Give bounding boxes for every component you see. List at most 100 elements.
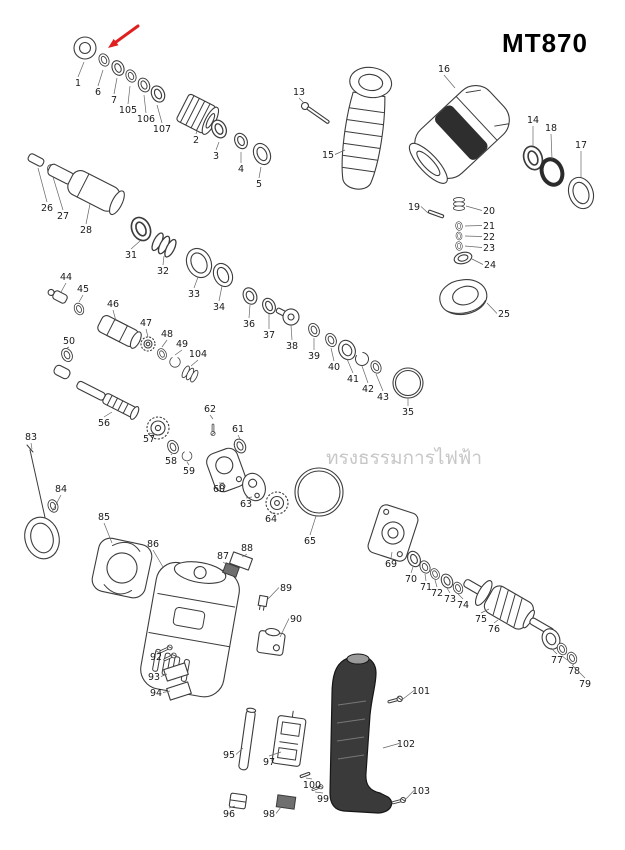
part-21-drawing	[454, 220, 464, 232]
part-number-4: 4	[238, 164, 244, 175]
part-number-38: 38	[286, 341, 298, 352]
part-26-drawing	[27, 153, 45, 167]
part-37-drawing	[262, 297, 276, 315]
part-number-34: 34	[213, 302, 225, 313]
part-number-70: 70	[405, 574, 417, 585]
part-number-2: 2	[193, 135, 199, 146]
leader-line-27	[52, 176, 64, 211]
leader-line-18	[550, 133, 553, 160]
part-number-20: 20	[483, 206, 495, 217]
part-105-drawing	[123, 67, 139, 85]
part-2-drawing	[176, 93, 220, 135]
part-15-drawing	[341, 66, 393, 190]
part-50-drawing	[53, 346, 75, 380]
part-number-31: 31	[125, 250, 137, 261]
leader-line-50	[66, 346, 70, 349]
part-number-58: 58	[165, 456, 177, 467]
part-60-drawing	[206, 447, 246, 493]
leader-line-26	[37, 167, 48, 203]
part-number-88: 88	[241, 543, 253, 554]
part-number-59: 59	[183, 466, 195, 477]
leader-line-72	[434, 579, 438, 588]
part-number-69: 69	[385, 559, 397, 570]
leader-line-96	[228, 805, 236, 809]
leader-line-56	[103, 411, 113, 418]
part-38-drawing	[275, 307, 300, 326]
leader-line-49	[174, 349, 183, 356]
part-4-drawing	[231, 130, 251, 152]
part-1-drawing	[73, 36, 97, 60]
leader-line-61	[237, 434, 241, 440]
part-16-drawing	[408, 85, 510, 184]
part-72-drawing	[428, 566, 442, 582]
leader-line-28	[85, 203, 91, 225]
part-number-84: 84	[55, 484, 67, 495]
leader-line-73	[446, 587, 451, 594]
leader-line-62	[209, 414, 214, 420]
part-44-drawing	[47, 288, 68, 304]
part-number-95: 95	[223, 750, 235, 761]
part-number-5: 5	[256, 179, 262, 190]
part-number-1: 1	[75, 78, 81, 89]
part-number-64: 64	[265, 514, 277, 525]
part-number-77: 77	[551, 655, 563, 666]
part-100-drawing	[299, 771, 311, 779]
leader-line-79	[571, 664, 586, 679]
leader-line-24	[471, 258, 484, 265]
leader-line-69	[390, 551, 393, 559]
part-number-105: 105	[119, 105, 137, 116]
leader-line-84	[51, 494, 62, 513]
leader-line-94	[162, 690, 171, 693]
part-number-93: 93	[148, 672, 160, 683]
part-42-drawing	[353, 350, 372, 369]
part-97-drawing	[271, 710, 307, 767]
part-number-83: 83	[25, 432, 37, 443]
part-87-drawing	[222, 562, 240, 578]
leader-line-16	[443, 74, 456, 89]
leader-line-92	[155, 650, 161, 654]
part-number-40: 40	[328, 362, 340, 373]
part-63-drawing	[242, 472, 266, 502]
leader-line-47	[145, 328, 149, 338]
leader-line-103	[403, 790, 415, 802]
part-number-90: 90	[290, 614, 302, 625]
leader-line-5	[258, 166, 262, 179]
part-102-drawing	[329, 653, 393, 814]
part-48-drawing	[155, 346, 169, 362]
part-45-drawing	[71, 301, 87, 317]
part-number-87: 87	[217, 551, 229, 562]
part-number-106: 106	[137, 114, 155, 125]
part-number-49: 49	[176, 339, 188, 350]
part-89-drawing	[257, 594, 269, 611]
part-number-15: 15	[322, 150, 334, 161]
part-number-62: 62	[204, 404, 216, 415]
leader-line-1	[77, 61, 85, 78]
part-number-96: 96	[223, 809, 235, 820]
leader-line-63	[245, 496, 253, 499]
part-number-79: 79	[579, 679, 591, 690]
leader-line-70	[410, 566, 414, 574]
part-39-drawing	[306, 321, 322, 339]
leader-line-97	[268, 751, 282, 757]
part-number-92: 92	[150, 652, 162, 663]
leader-line-76	[493, 619, 499, 624]
model-title: MT870	[502, 28, 588, 58]
pointer-arrow-head	[108, 38, 119, 48]
part-number-41: 41	[347, 374, 359, 385]
leader-line-2	[195, 130, 198, 135]
leader-line-45	[78, 294, 84, 303]
part-number-46: 46	[107, 299, 119, 310]
leader-line-7	[113, 77, 118, 95]
part-number-23: 23	[483, 243, 495, 254]
part-65-drawing	[294, 467, 344, 517]
part-number-33: 33	[188, 289, 200, 300]
part-number-102: 102	[397, 739, 415, 750]
part-7-drawing	[109, 58, 127, 78]
part-107-drawing	[148, 83, 168, 105]
part-number-97: 97	[263, 757, 275, 768]
leader-line-23	[464, 245, 483, 248]
part-69-drawing	[367, 504, 419, 562]
part-101-drawing	[386, 695, 404, 706]
leader-line-20	[465, 205, 483, 211]
leader-line-90	[279, 618, 290, 638]
